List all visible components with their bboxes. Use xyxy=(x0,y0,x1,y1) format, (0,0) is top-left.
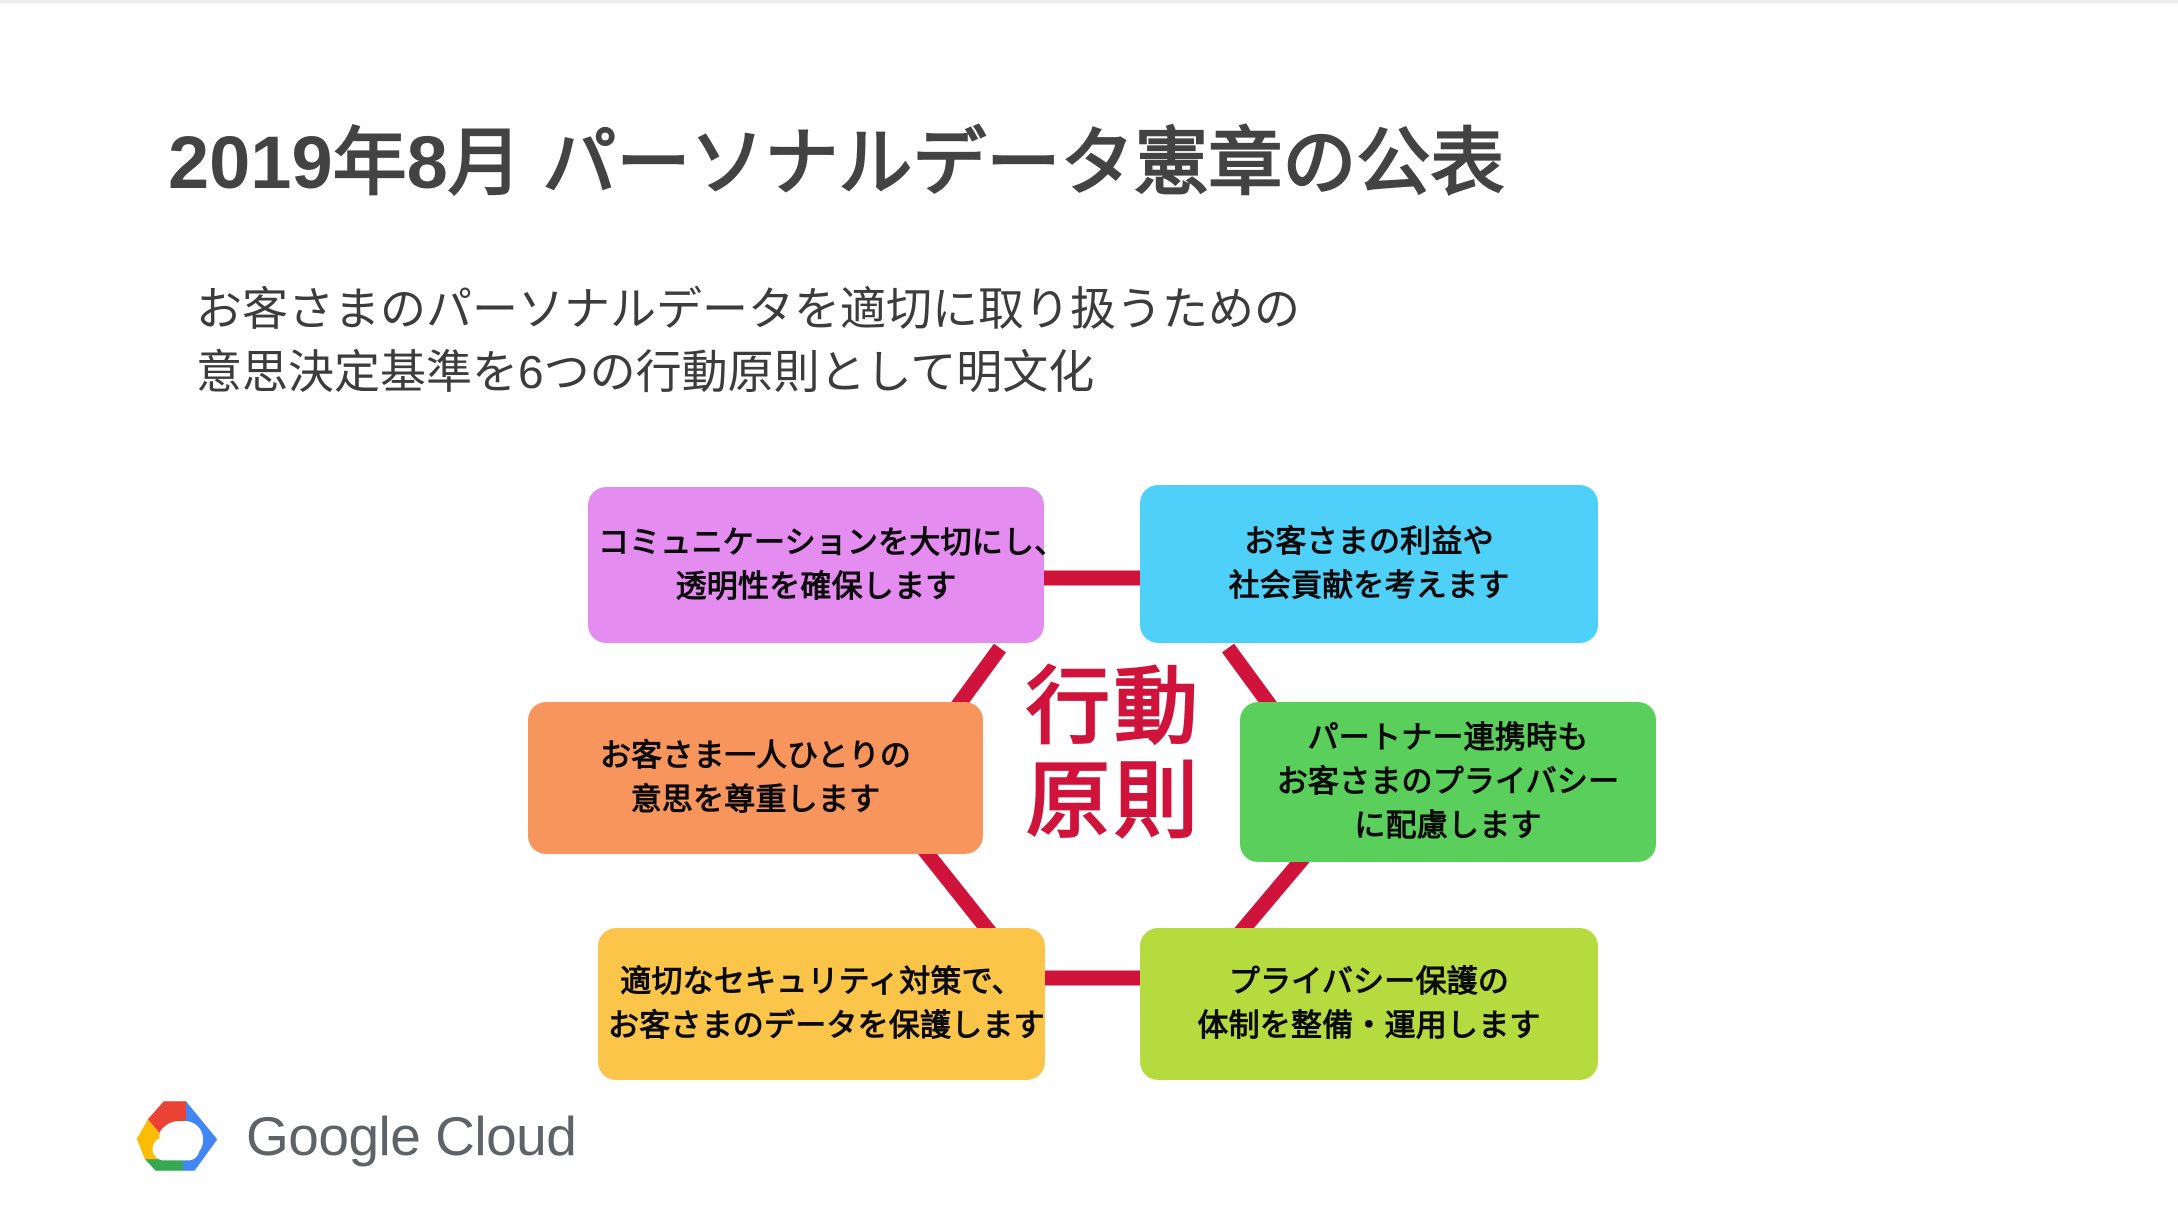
principle-line: プライバシー保護の xyxy=(1228,963,1510,999)
subtitle-line-2: 意思決定基準を6つの行動原則として明文化 xyxy=(196,345,1095,398)
center-label-line-1: 行動 xyxy=(1025,660,1202,754)
diagram-center-label: 行動 原則 xyxy=(996,660,1232,848)
principle-line: お客さまのデータを保護します xyxy=(608,1008,1045,1043)
center-label-line-2: 原則 xyxy=(1025,754,1202,849)
principle-line: パートナー連携時も xyxy=(1307,719,1589,755)
top-divider xyxy=(0,0,2178,3)
principle-line: お客さまの利益や xyxy=(1244,523,1494,559)
principle-line: 体制を整備・運用します xyxy=(1197,1008,1541,1043)
principle-line: 意思を尊重します xyxy=(630,782,881,817)
principle-node-privacy[interactable]: プライバシー保護の 体制を整備・運用します xyxy=(1140,928,1598,1080)
page-subtitle: お客さまのパーソナルデータを適切に取り扱うための 意思決定基準を6つの行動原則と… xyxy=(196,278,1300,403)
principle-line: お客さま一人ひとりの xyxy=(599,737,912,773)
principle-node-partner[interactable]: パートナー連携時も お客さまのプライバシー に配慮します xyxy=(1240,702,1656,862)
principle-line: 適切なセキュリティ対策で、 xyxy=(620,963,1023,999)
principle-line: に配慮します xyxy=(1354,808,1542,843)
google-cloud-logo: Google Cloud xyxy=(134,1100,577,1172)
page-title: 2019年8月 パーソナルデータ憲章の公表 xyxy=(168,121,1505,204)
principle-line: 社会貢献を考えます xyxy=(1228,568,1510,603)
principle-node-communication[interactable]: コミュニケーションを大切にし、 透明性を確保します xyxy=(588,487,1066,643)
google-cloud-mark-icon xyxy=(136,1101,218,1171)
principle-node-respect[interactable]: お客さま一人ひとりの 意思を尊重します xyxy=(528,702,983,854)
principle-line: 透明性を確保します xyxy=(675,569,957,604)
principle-node-security[interactable]: 適切なセキュリティ対策で、 お客さまのデータを保護します xyxy=(598,928,1045,1080)
principle-node-benefit[interactable]: お客さまの利益や 社会貢献を考えます xyxy=(1140,485,1598,643)
principle-line: お客さまのプライバシー xyxy=(1276,763,1620,799)
principle-line: コミュニケーションを大切にし、 xyxy=(598,524,1066,560)
subtitle-line-1: お客さまのパーソナルデータを適切に取り扱うための xyxy=(196,283,1300,335)
google-cloud-wordmark: Google Cloud xyxy=(246,1105,577,1167)
